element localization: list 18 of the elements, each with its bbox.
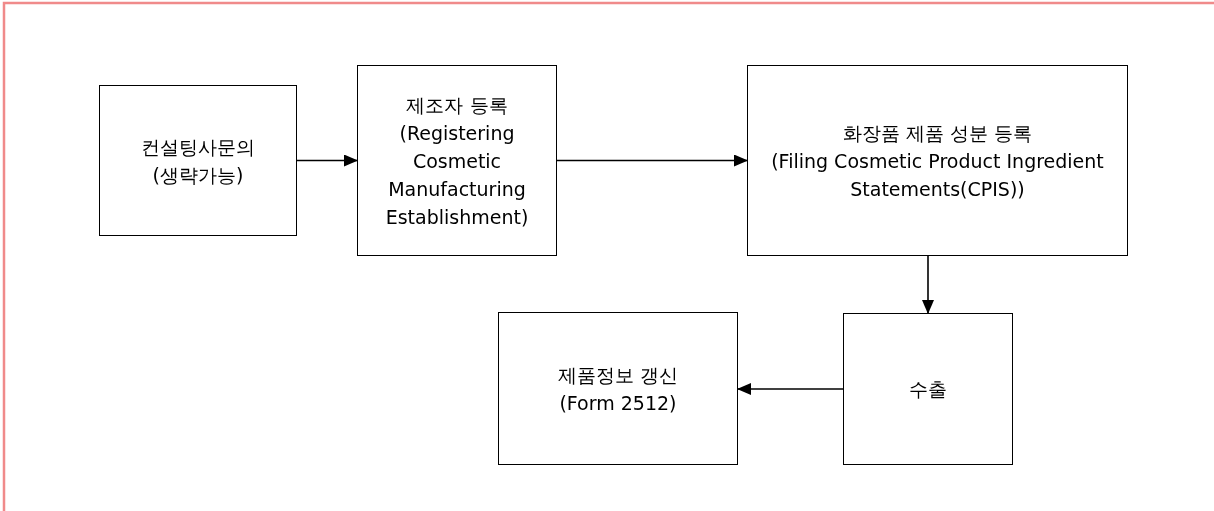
box-subtitle: (Form 2512) [559, 390, 677, 416]
box-subtitle: (Filing Cosmetic Product Ingredient Statements(CPIS)) [770, 148, 1105, 202]
process-box [357, 65, 557, 256]
box-title: 컨설팅사문의 [141, 134, 255, 160]
box-title: 수출 [909, 377, 947, 402]
arrow [296, 154, 358, 167]
process-box [99, 85, 297, 236]
arrow [556, 154, 748, 167]
box-subtitle: (생략가능) [152, 162, 244, 188]
arrow [922, 255, 934, 314]
box-title: 화장품 제품 성분 등록 [842, 120, 1033, 146]
process-box [843, 313, 1013, 465]
box-title: 제품정보 갱신 [557, 362, 678, 388]
process-box [498, 312, 738, 465]
box-subtitle: (Registering Cosmetic Manufacturing Establishment) [384, 120, 530, 230]
box-title: 제조자 등록 [406, 92, 508, 118]
arrow [737, 383, 844, 395]
process-box [747, 65, 1128, 256]
